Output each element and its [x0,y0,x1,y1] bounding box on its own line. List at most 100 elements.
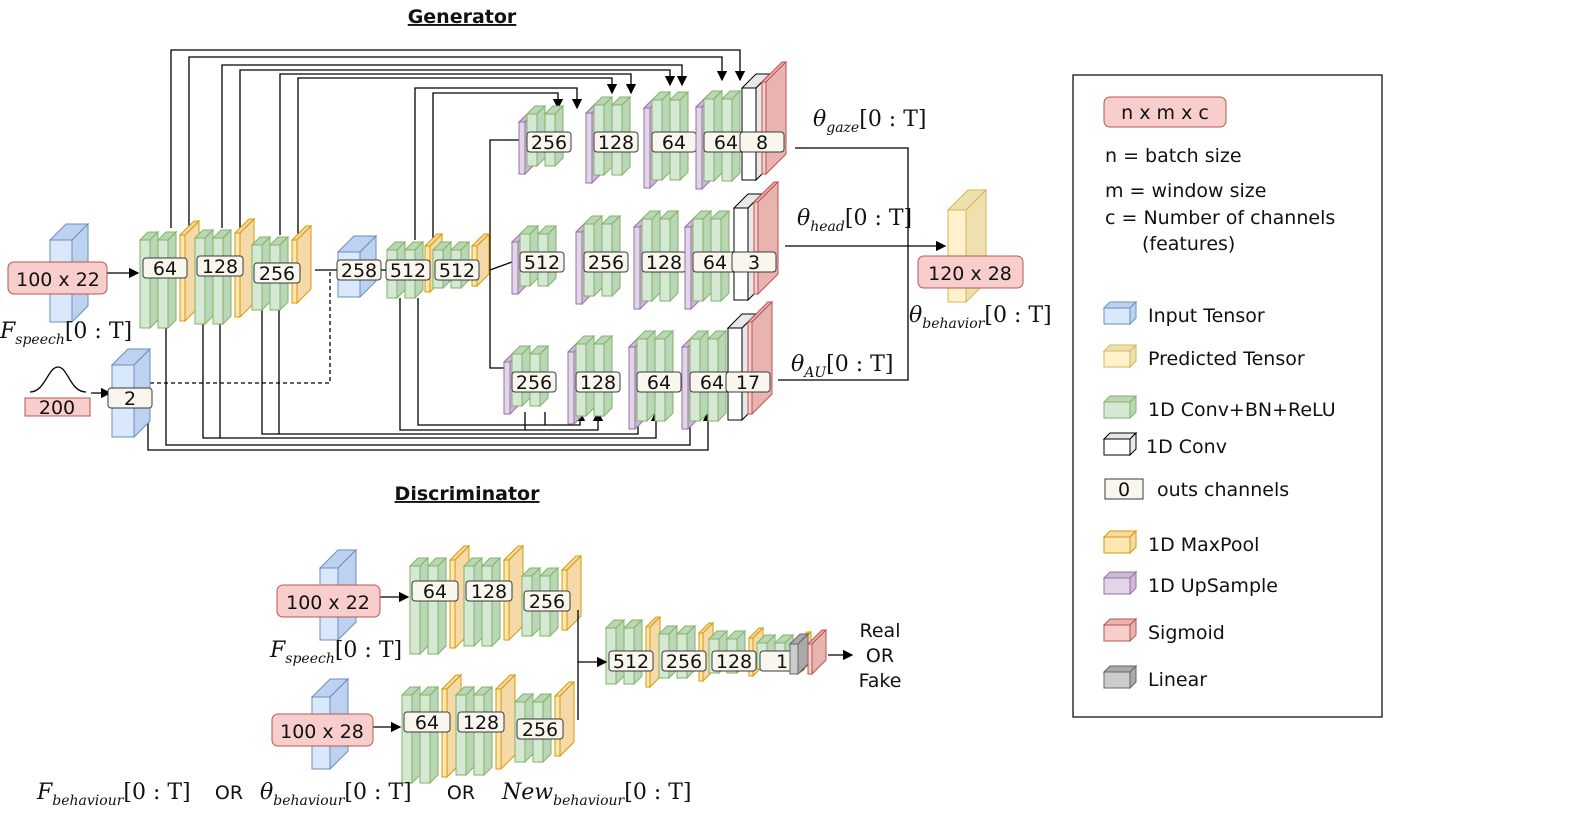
disc-branch-badge: 64 [403,711,451,734]
svg-text:128: 128 [646,252,682,274]
svg-text:64: 64 [153,258,177,280]
legend-item-linear: Linear [1102,664,1207,691]
disc-linear-layer [788,632,810,676]
encoder-block [138,230,178,330]
svg-text:64: 64 [662,132,686,154]
svg-text:100 x 28: 100 x 28 [280,721,364,743]
conv-layer [156,230,178,330]
disc-branch-badge: 256 [516,718,564,741]
input-tensor-icon [1102,300,1138,326]
legend-item-conv-bn-relu: 1D Conv+BN+ReLU [1102,394,1336,421]
disc-speech-block [408,556,448,656]
head-channels-badge: 128 [641,251,687,274]
disc-joint-badge: 256 [661,650,707,673]
svg-text:100 x 22: 100 x 22 [16,269,100,291]
conv-layer [138,230,160,330]
disc-branch-badge: 64 [411,580,459,603]
conv-layer [480,556,502,648]
svg-text:3: 3 [748,252,760,274]
conv-layer [211,228,233,326]
svg-text:128: 128 [598,132,634,154]
gen-output-badge: 120 x 28 [917,255,1024,289]
au-output-label: θAU[0 : T] [791,352,893,381]
svg-text:512: 512 [390,260,426,282]
svg-text:512: 512 [439,260,475,282]
svg-text:c = Number of channels: c = Number of channels [1105,207,1335,229]
legend-item-sigmoid: Sigmoid [1102,617,1225,644]
au-channels-badge: 256 [511,371,557,394]
au-channels-badge: 128 [575,371,621,394]
disc-branch-badge: 128 [465,580,513,603]
bottleneck-channels-badge: 512 [434,259,480,282]
svg-text:m = window size: m = window size [1105,180,1266,202]
encoder-channels-badge: 64 [142,257,188,280]
au-out-badge: 17 [725,371,771,394]
svg-text:256: 256 [588,252,624,274]
disc-behavior-badge: 100 x 28 [271,713,374,747]
legend-label: 1D Conv [1146,436,1227,458]
svg-text:64: 64 [700,372,724,394]
upsample-icon [1102,570,1138,596]
legend-label: 1D MaxPool [1148,534,1259,556]
disc-sigmoid-layer [806,628,828,676]
svg-text:128: 128 [463,712,499,734]
svg-text:64: 64 [647,372,671,394]
svg-text:1: 1 [776,651,788,673]
head-channels-badge: 256 [583,251,629,274]
gen-speech-label: Fspeech[0 : T] [0,319,132,348]
conv-layer [426,556,448,656]
legend-label: Predicted Tensor [1148,348,1305,370]
svg-text:0: 0 [1118,479,1130,501]
svg-text:256: 256 [516,372,552,394]
disc-speech-block [462,556,502,648]
disc-branch-badge: 256 [523,590,571,613]
svg-text:120 x 28: 120 x 28 [928,263,1012,285]
legend-item-input-tensor: Input Tensor [1102,300,1265,327]
svg-text:n x m x c: n x m x c [1121,102,1209,124]
svg-text:512: 512 [524,252,560,274]
encoder-channels-badge: 128 [196,255,244,278]
svg-text:64: 64 [423,581,447,603]
conv-layer [408,556,430,656]
legend-item-conv: 1D Conv [1102,431,1227,458]
svg-text:256: 256 [259,263,295,285]
conv-layer [193,228,215,326]
svg-text:100 x 22: 100 x 22 [286,592,370,614]
gaze-sigmoid-layer [760,60,788,176]
svg-text:64: 64 [703,252,727,274]
sigmoid-icon [1102,617,1138,643]
conv-bn-relu-icon [1102,394,1138,420]
au-channels-badge: 64 [636,371,682,394]
disc-speech-label: Fspeech[0 : T] [269,638,402,667]
result-real: Real [860,620,901,642]
legend-item-predicted-tensor: Predicted Tensor [1102,343,1305,370]
legend-item-out-channels: 0 outs channels [1104,478,1289,501]
svg-text:200: 200 [39,397,75,419]
conv-layer [418,685,440,785]
disc-joint-badge: 128 [711,650,757,673]
svg-text:OR: OR [447,782,475,804]
maxpool-icon [1102,529,1138,555]
result-fake: Fake [859,670,902,692]
legend-label: outs channels [1157,479,1289,501]
svg-text:512: 512 [613,651,649,673]
linear-icon [1102,664,1138,690]
legend-label: Linear [1148,669,1207,691]
disc-branch-badge: 128 [457,711,505,734]
encoder-channels-badge: 256 [253,262,301,285]
behavior-output-label: θbehavior[0 : T] [909,303,1052,332]
predicted-tensor-icon [1102,343,1138,369]
noise-gaussian-icon: 200 [24,366,91,419]
svg-text:θbehaviour[0 : T]: θbehaviour[0 : T] [260,780,412,809]
bottleneck-channels-badge: 512 [385,259,431,282]
gaze-channels-badge: 128 [593,131,639,154]
svg-text:64: 64 [415,712,439,734]
legend-label: Input Tensor [1148,305,1265,327]
disc-joint-badge: 512 [608,650,654,673]
svg-text:Fbehaviour[0 : T]: Fbehaviour[0 : T] [36,780,191,809]
svg-text:258: 258 [341,260,377,282]
svg-text:128: 128 [716,651,752,673]
conv-icon [1102,431,1138,457]
svg-text:256: 256 [522,719,558,741]
